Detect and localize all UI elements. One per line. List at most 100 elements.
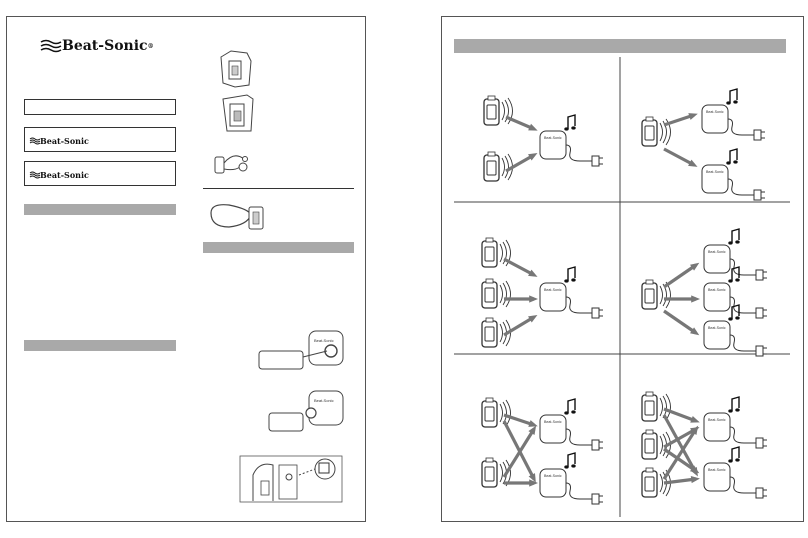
power-plug-icon	[727, 118, 765, 141]
music-note-icon	[728, 446, 740, 463]
arrow-icon	[505, 115, 538, 131]
power-plug-icon	[565, 428, 603, 451]
music-note-icon	[564, 452, 576, 469]
arrow-icon	[504, 295, 538, 303]
arrow-icon	[503, 413, 538, 427]
receiver-brand-label: Beat-Sonic	[544, 136, 562, 140]
arrow-icon	[663, 147, 698, 167]
music-note-icon	[564, 114, 576, 131]
pairing-diagrams: Beat-SonicBeat-SonicBeat-SonicBeat-Sonic…	[454, 57, 790, 517]
arrow-icon	[662, 425, 699, 480]
receiver-brand-label: Beat-Sonic	[708, 250, 726, 254]
music-note-icon	[728, 396, 740, 413]
receiver-package-icon	[222, 94, 254, 132]
power-plug-icon	[729, 334, 767, 357]
receiver-brand-label: Beat-Sonic	[708, 326, 726, 330]
svg-text:Beat-Sonic: Beat-Sonic	[314, 398, 334, 403]
logo-waves-icon	[29, 171, 41, 179]
music-note-icon	[564, 266, 576, 283]
music-note-icon	[728, 266, 740, 283]
product-box-1: Beat-Sonic	[24, 127, 176, 152]
adapter-cable-icon	[214, 155, 248, 174]
title-box	[24, 99, 176, 115]
arrow-icon	[504, 479, 538, 487]
arrow-icon	[505, 153, 538, 173]
arrow-icon	[663, 447, 700, 474]
svg-text:Beat-Sonic: Beat-Sonic	[314, 338, 334, 343]
door-install-illustration	[239, 455, 343, 503]
product-box-brand: Beat-Sonic	[40, 136, 89, 146]
arrow-icon	[663, 113, 698, 127]
receiver-brand-label: Beat-Sonic	[708, 468, 726, 472]
arrow-icon	[503, 314, 538, 337]
arrow-icon	[664, 295, 700, 303]
music-note-icon	[728, 228, 740, 245]
logo-waves-icon	[40, 39, 62, 53]
receiver-brand-label: Beat-Sonic	[708, 418, 726, 422]
brand-logo: Beat-Sonic®	[40, 38, 154, 54]
power-plug-icon	[565, 144, 603, 167]
receiver-brand-label: Beat-Sonic	[544, 420, 562, 424]
power-plug-icon	[727, 178, 765, 201]
signal-waves-icon	[499, 239, 511, 267]
receiver-icon: Beat-Sonic	[539, 468, 567, 498]
divider-line	[203, 188, 354, 189]
transmitter-icon	[641, 116, 658, 147]
power-plug-icon	[729, 426, 767, 449]
power-plug-icon	[729, 258, 767, 281]
receiver-icon: Beat-Sonic	[539, 130, 567, 160]
receiver-icon: Beat-Sonic	[539, 414, 567, 444]
receiver-icon: Beat-Sonic	[703, 462, 731, 492]
section-band-3	[203, 242, 354, 253]
receiver-icon: Beat-Sonic	[703, 282, 731, 312]
product-box-2: Beat-Sonic	[24, 161, 176, 186]
transmitter-icon	[641, 279, 658, 310]
receiver-brand-label: Beat-Sonic	[544, 288, 562, 292]
strap-device-icon	[210, 204, 264, 230]
section-band-2	[24, 340, 176, 351]
transmitter-icon	[481, 237, 498, 268]
receiver-icon: Beat-Sonic	[701, 164, 729, 194]
arrow-icon	[663, 262, 700, 289]
receiver-icon: Beat-Sonic	[703, 320, 731, 350]
music-note-icon	[726, 88, 738, 105]
transmitter-icon	[481, 317, 498, 348]
left-page: Beat-Sonic® Beat-Sonic Beat-Sonic	[6, 16, 366, 522]
receiver-install-illustration-2: Beat-Sonic	[268, 390, 344, 432]
transmitter-icon	[481, 397, 498, 428]
power-plug-icon	[565, 296, 603, 319]
brand-name: Beat-Sonic	[62, 38, 148, 54]
product-box-brand: Beat-Sonic	[40, 170, 89, 180]
arrow-icon	[663, 407, 700, 423]
music-note-icon	[726, 148, 738, 165]
music-note-icon	[728, 304, 740, 321]
transmitter-icon	[641, 429, 658, 460]
receiver-icon: Beat-Sonic	[701, 104, 729, 134]
receiver-icon: Beat-Sonic	[703, 244, 731, 274]
receiver-icon: Beat-Sonic	[539, 282, 567, 312]
receiver-brand-label: Beat-Sonic	[706, 110, 724, 114]
power-plug-icon	[565, 482, 603, 505]
receiver-install-illustration-1: Beat-Sonic	[258, 330, 344, 370]
receiver-icon: Beat-Sonic	[703, 412, 731, 442]
signal-waves-icon	[499, 280, 511, 308]
transmitter-package-icon	[220, 50, 252, 88]
receiver-brand-label: Beat-Sonic	[544, 474, 562, 478]
transmitter-icon	[641, 467, 658, 498]
arrow-icon	[502, 425, 537, 478]
receiver-brand-label: Beat-Sonic	[706, 170, 724, 174]
transmitter-icon	[481, 278, 498, 309]
header-band	[454, 39, 786, 53]
transmitter-icon	[641, 391, 658, 422]
signal-waves-icon	[501, 97, 513, 125]
transmitter-icon	[483, 151, 500, 182]
transmitter-icon	[481, 457, 498, 488]
music-note-icon	[564, 398, 576, 415]
arrow-icon	[663, 476, 700, 485]
signal-waves-icon	[659, 118, 671, 146]
power-plug-icon	[729, 476, 767, 499]
receiver-brand-label: Beat-Sonic	[708, 288, 726, 292]
section-band-1	[24, 204, 176, 215]
arrow-icon	[663, 309, 700, 336]
